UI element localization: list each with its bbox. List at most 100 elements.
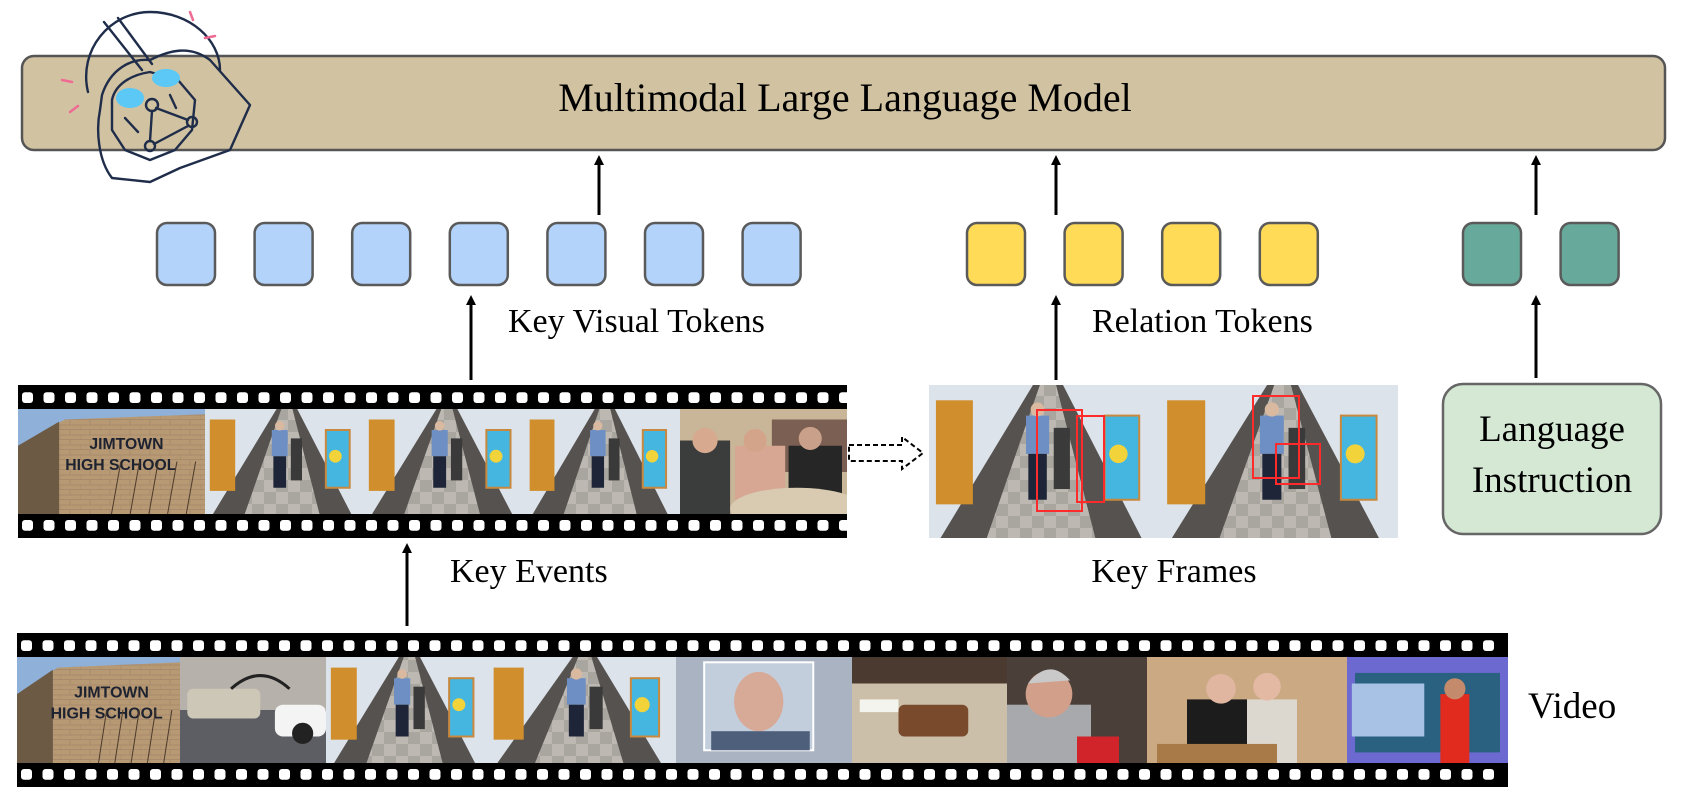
- sprocket-hole: [795, 769, 806, 780]
- sprocket-hole: [945, 769, 957, 780]
- sprocket-hole: [1268, 769, 1279, 780]
- sprocket-hole: [1203, 640, 1215, 651]
- sprocket-hole: [150, 640, 161, 651]
- sprocket-hole: [1053, 769, 1064, 780]
- sprocket-hole: [429, 640, 441, 651]
- sprocket-hole: [538, 520, 549, 531]
- sprocket-hole: [43, 520, 55, 531]
- sprocket-hole: [472, 640, 484, 651]
- sprocket-hole: [42, 640, 54, 651]
- film-frame-students-podium: [1147, 657, 1347, 763]
- svg-text:JIMTOWN: JIMTOWN: [89, 436, 163, 453]
- sprocket-hole: [65, 392, 76, 403]
- sprocket-hole: [839, 520, 850, 531]
- sprocket-hole: [22, 520, 33, 531]
- sprocket-hole: [1289, 640, 1301, 651]
- sprocket-hole: [128, 640, 140, 651]
- sprocket-hole: [730, 769, 742, 780]
- film-frame-news-anchor: [1347, 657, 1508, 763]
- film-frame-hallway-walk: [205, 409, 364, 514]
- sprocket-hole: [1375, 769, 1387, 780]
- sprocket-hole: [558, 769, 570, 780]
- sprocket-hole: [601, 640, 613, 651]
- sprocket-hole: [301, 520, 313, 531]
- sprocket-hole: [21, 640, 32, 651]
- sprocket-hole: [1440, 640, 1451, 651]
- sprocket-hole: [1268, 640, 1279, 651]
- sprocket-hole: [988, 769, 1000, 780]
- sprocket-hole: [386, 769, 398, 780]
- sprocket-hole: [494, 769, 505, 780]
- sprocket-hole: [1117, 640, 1129, 651]
- sprocket-hole: [365, 769, 376, 780]
- sprocket-hole: [1074, 769, 1086, 780]
- key-frames-images: [929, 385, 1398, 538]
- sprocket-hole: [430, 520, 442, 531]
- sprocket-hole: [645, 520, 657, 531]
- sprocket-hole: [515, 640, 527, 651]
- sprocket-hole: [151, 520, 162, 531]
- sprocket-hole: [967, 640, 978, 651]
- sprocket-hole: [839, 392, 850, 403]
- sprocket-hole: [816, 640, 828, 651]
- sprocket-hole: [1311, 640, 1322, 651]
- llm-title: Multimodal Large Language Model: [558, 75, 1132, 120]
- instruction-token: [1461, 221, 1523, 287]
- sprocket-hole: [344, 392, 356, 403]
- sprocket-hole: [129, 520, 141, 531]
- sprocket-hole: [151, 392, 162, 403]
- sprocket-hole: [214, 640, 226, 651]
- sprocket-hole: [43, 392, 55, 403]
- sprocket-hole: [816, 769, 828, 780]
- sprocket-hole: [773, 769, 785, 780]
- sprocket-hole: [172, 392, 184, 403]
- sprocket-hole: [322, 640, 333, 651]
- key-visual-tokens: [155, 221, 802, 287]
- film-frame-gavel: [852, 657, 1007, 763]
- llm-box: [20, 54, 1667, 152]
- sprocket-hole: [1483, 640, 1494, 651]
- language-instruction-box: [1441, 382, 1663, 536]
- sprocket-hole: [624, 392, 635, 403]
- sprocket-hole: [1139, 640, 1150, 651]
- sprocket-hole: [1096, 769, 1107, 780]
- sprocket-hole: [753, 520, 764, 531]
- sprocket-hole: [1053, 640, 1064, 651]
- sprocket-hole: [924, 640, 935, 651]
- sprocket-hole: [1182, 769, 1193, 780]
- sprocket-hole: [516, 392, 528, 403]
- sprocket-hole: [988, 640, 1000, 651]
- sprocket-hole: [301, 392, 313, 403]
- sprocket-hole: [365, 640, 376, 651]
- film-frame-board-meeting-vote: [680, 409, 847, 514]
- sprocket-hole: [881, 769, 892, 780]
- relation-token: [1258, 221, 1320, 287]
- key-visual-token: [546, 221, 607, 287]
- relation-token: [1160, 221, 1222, 287]
- sprocket-hole: [710, 392, 721, 403]
- key-visual-tokens-label: Key Visual Tokens: [508, 303, 765, 340]
- sprocket-hole: [344, 520, 356, 531]
- sprocket-hole: [1182, 640, 1193, 651]
- sprocket-hole: [108, 520, 119, 531]
- sprocket-hole: [128, 769, 140, 780]
- sprocket-hole: [1160, 640, 1172, 651]
- instruction-tokens: [1461, 221, 1620, 287]
- sprocket-hole: [515, 769, 527, 780]
- sprocket-hole: [257, 640, 269, 651]
- sprocket-hole: [430, 392, 442, 403]
- sprocket-hole: [1440, 769, 1451, 780]
- sprocket-hole: [386, 640, 398, 651]
- sprocket-hole: [258, 392, 270, 403]
- sprocket-hole: [214, 769, 226, 780]
- sprocket-hole: [581, 392, 592, 403]
- sprocket-hole: [171, 640, 183, 651]
- language-instruction-line1: Language: [1479, 409, 1625, 450]
- sprocket-hole: [1203, 769, 1215, 780]
- sprocket-hole: [451, 769, 462, 780]
- instruction-token: [1559, 221, 1620, 287]
- sprocket-hole: [171, 769, 183, 780]
- sprocket-hole: [408, 769, 419, 780]
- sprocket-hole: [472, 769, 484, 780]
- sprocket-hole: [580, 640, 591, 651]
